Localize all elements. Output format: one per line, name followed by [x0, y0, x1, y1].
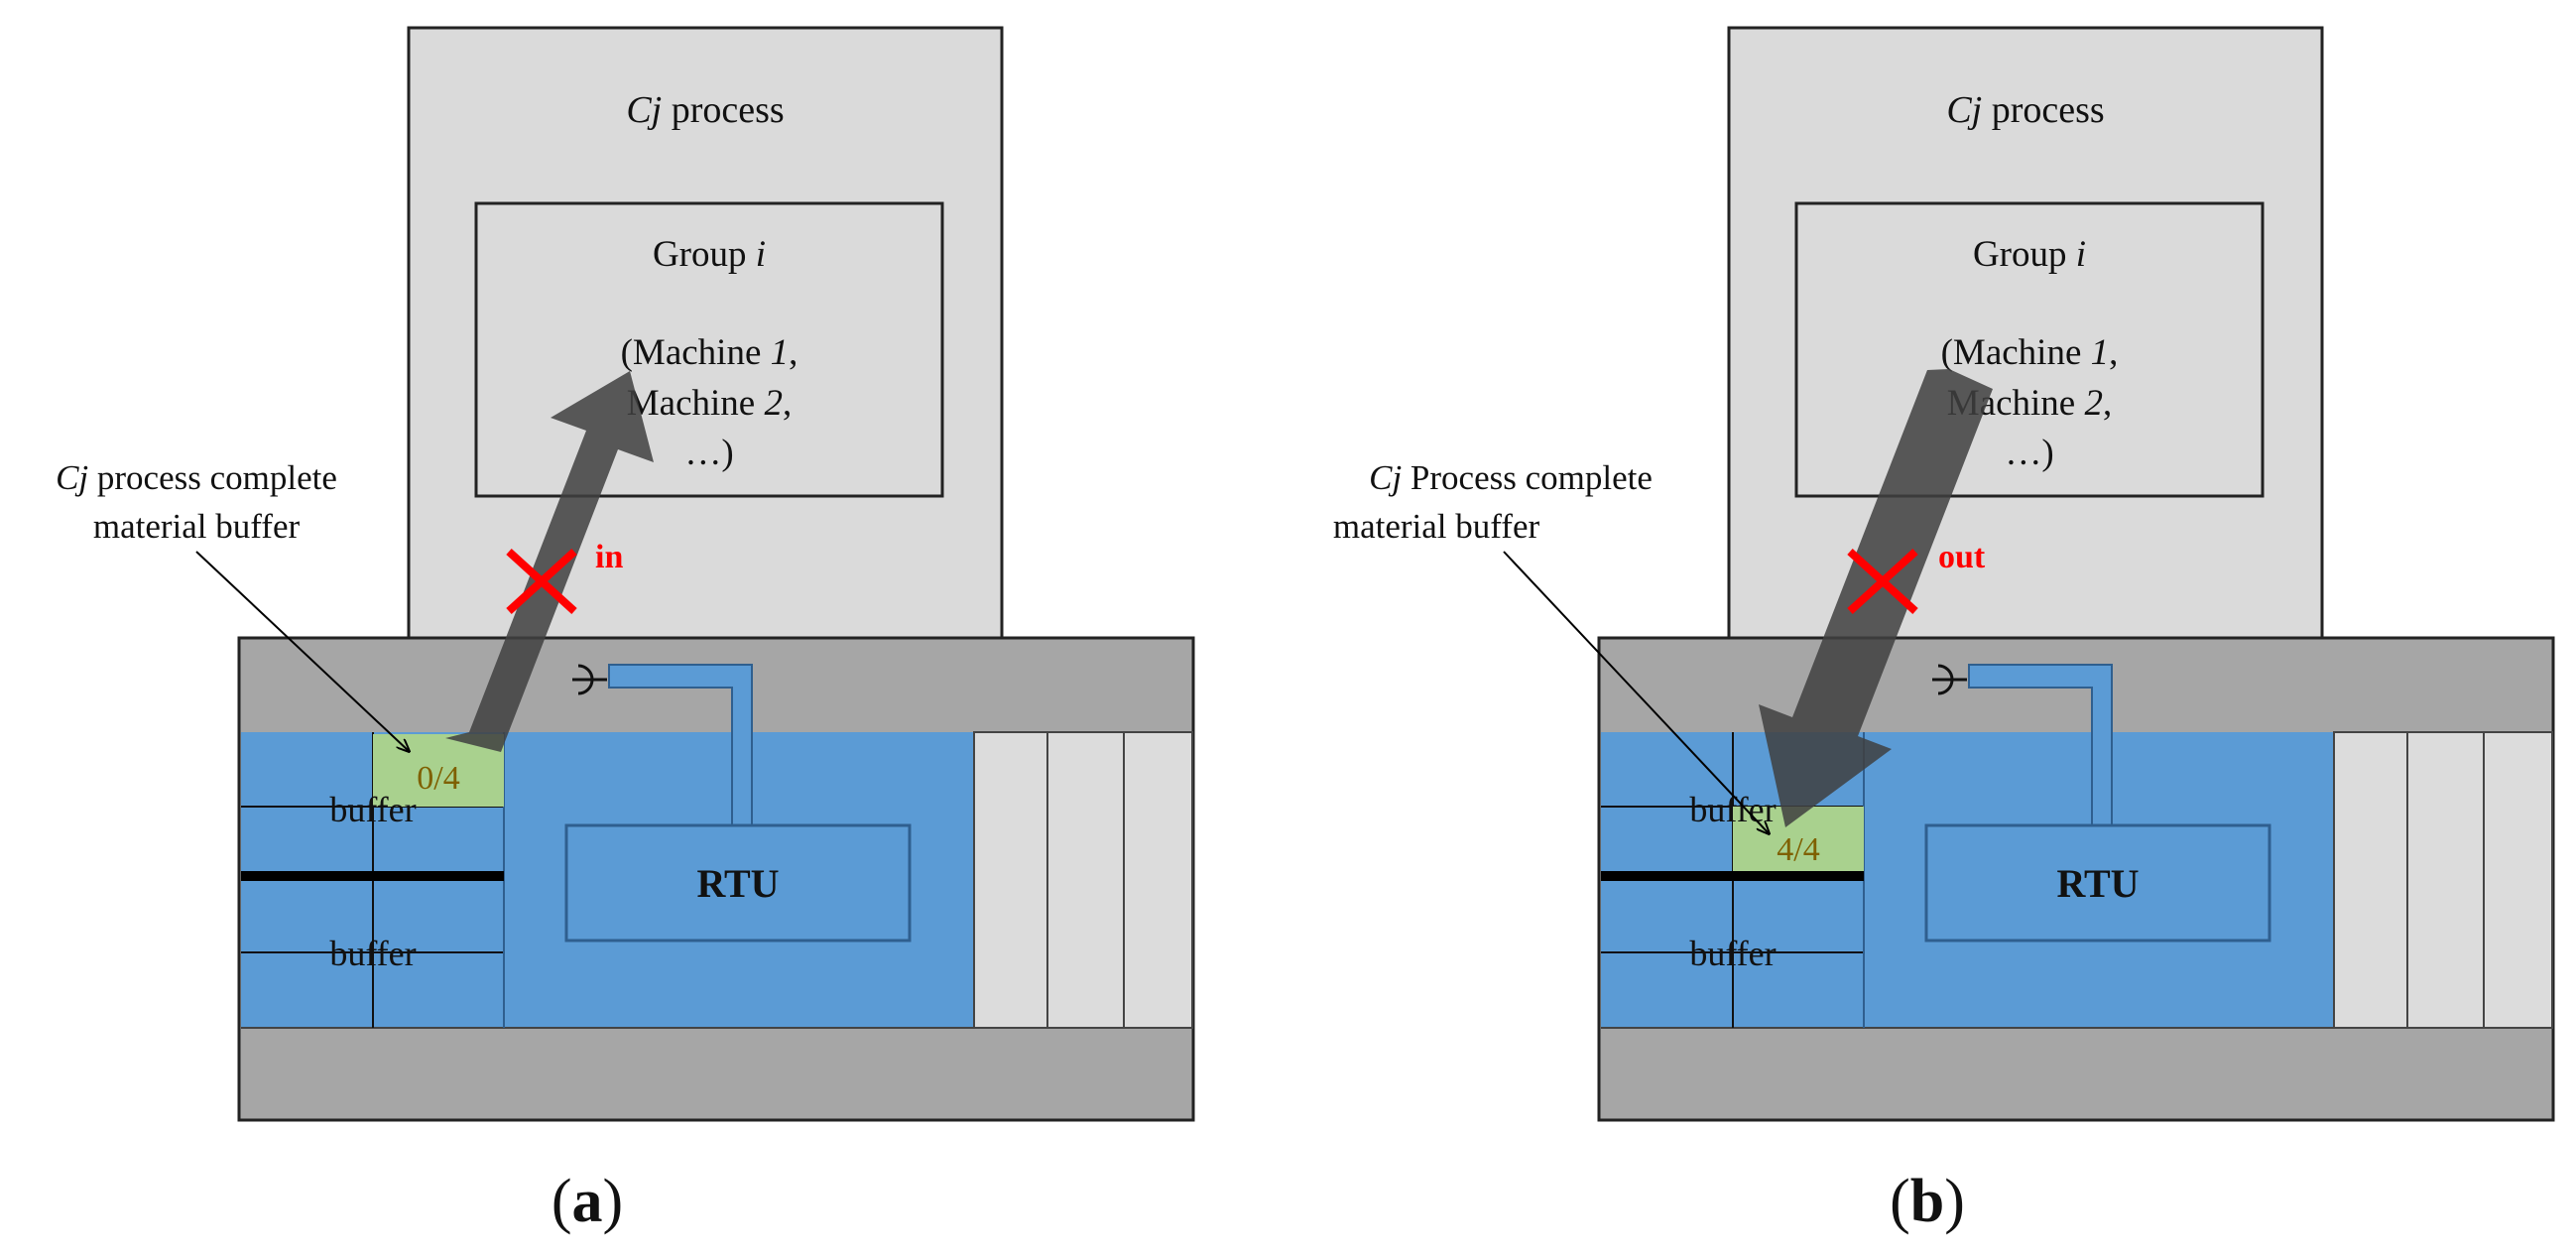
- sensor-icon: [1932, 664, 1967, 695]
- rtu-box: [564, 823, 912, 942]
- machines-line-1: (Machine 1,: [621, 332, 798, 373]
- buffer-separator: [241, 871, 504, 881]
- buffer-label-bottom: buffer: [329, 934, 416, 973]
- callout-line-2: material buffer: [1333, 507, 1540, 546]
- panel-b: Cj process Group i (Machine 1, Machine 2…: [1333, 26, 2555, 1235]
- panel-caption: (b): [1890, 1168, 1965, 1235]
- machines-line-3: …): [2005, 433, 2053, 473]
- group-title: Group i: [1973, 234, 2086, 275]
- group-box: [1794, 201, 2265, 498]
- blocked-cross-icon: [1847, 549, 1918, 614]
- callout-line-2: material buffer: [93, 507, 301, 546]
- buffer-label-bottom: buffer: [1689, 934, 1776, 973]
- callout-pointer: [195, 551, 409, 751]
- machines-line-1: (Machine 1,: [1941, 332, 2119, 373]
- rtu-box: [1924, 823, 2271, 942]
- process-title: Cj process: [1946, 89, 2104, 131]
- machines-line-3: …): [684, 433, 733, 473]
- panel-caption: (a): [552, 1168, 623, 1235]
- process-title: Cj process: [626, 89, 784, 131]
- rtu-label: RTU: [696, 861, 779, 906]
- rack: [973, 731, 1193, 1029]
- transfer-arrow: [1759, 369, 1993, 827]
- rack: [2333, 731, 2553, 1029]
- blocked-cross-icon: [506, 549, 577, 614]
- group-box: [474, 201, 944, 498]
- buffer-separator: [1601, 871, 1864, 881]
- buffer-label-top: buffer: [329, 790, 416, 829]
- callout-line-1: Cj process complete: [56, 458, 337, 497]
- buffer-slot-value: 0/4: [417, 760, 459, 797]
- machines-line-2: Machine 2,: [627, 383, 792, 424]
- callout-line-1: Cj Process complete: [1369, 458, 1653, 497]
- panel-a: Cj process Group i (Machine 1, Machine 2…: [56, 26, 1195, 1235]
- buffer-slot-value: 4/4: [1777, 831, 1819, 868]
- sensor-icon: [572, 664, 607, 695]
- rtu-label: RTU: [2056, 861, 2139, 906]
- arrow-direction-label: out: [1938, 539, 1986, 575]
- callout-pointer: [1503, 551, 1769, 833]
- group-title: Group i: [653, 234, 766, 275]
- arrow-direction-label: in: [595, 539, 623, 575]
- transfer-arrow: [445, 371, 654, 752]
